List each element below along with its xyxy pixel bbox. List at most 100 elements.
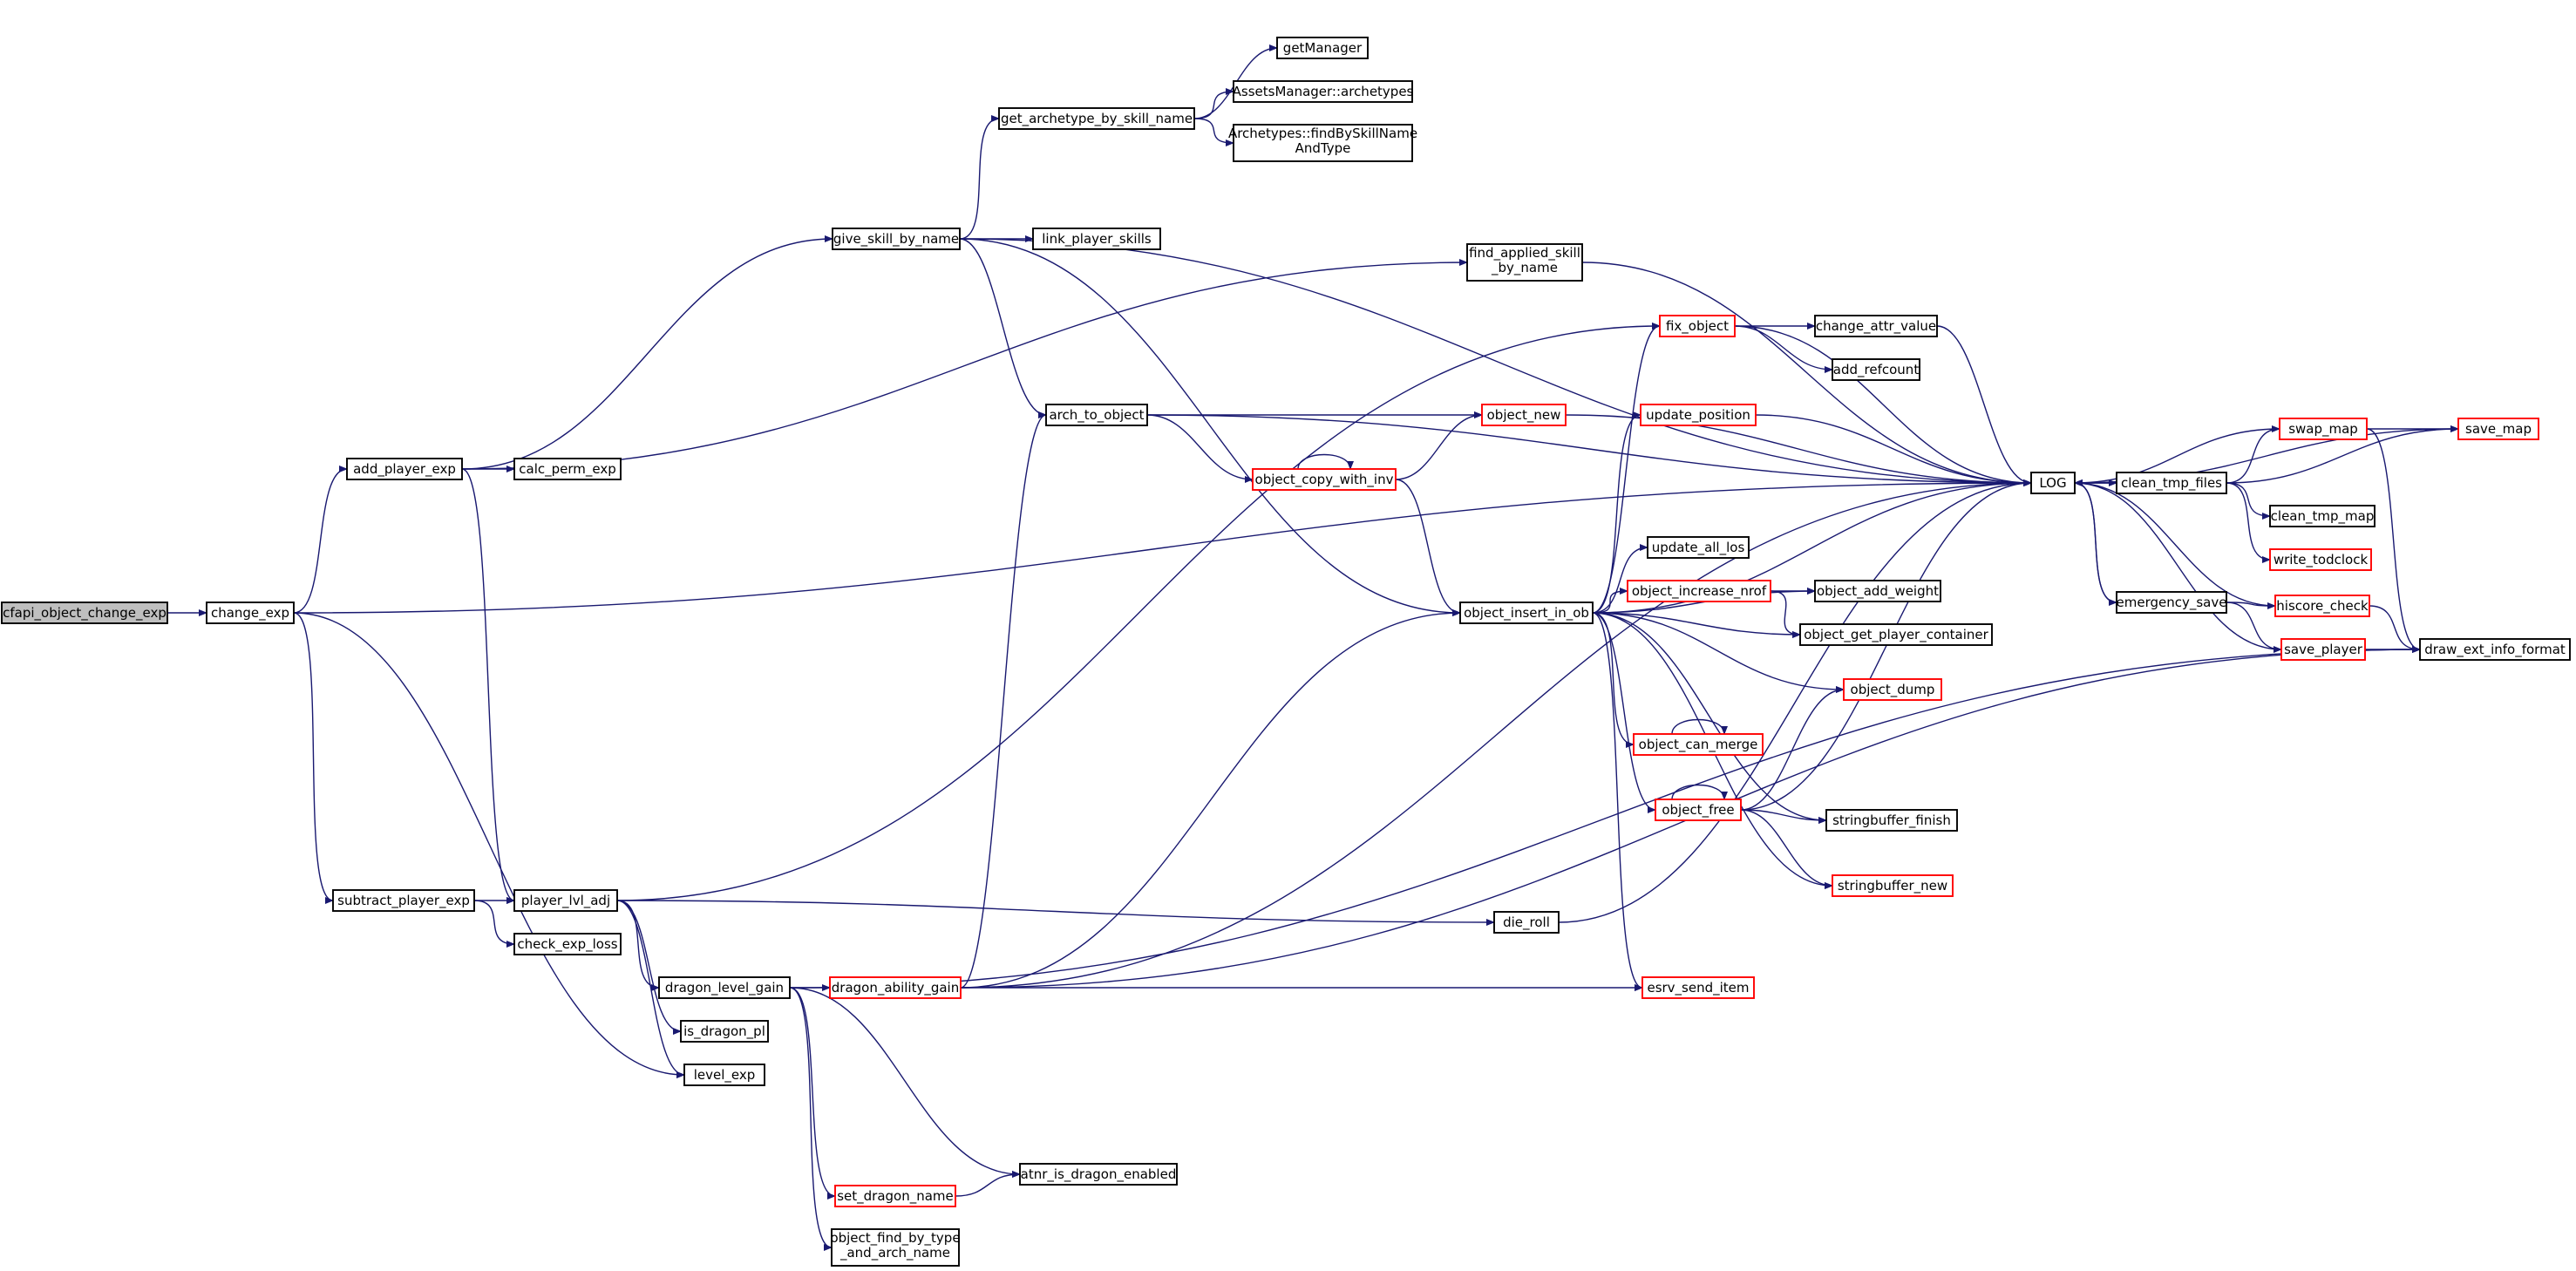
edge-line bbox=[789, 646, 2421, 989]
node-box bbox=[1233, 124, 1413, 162]
edge-line bbox=[293, 479, 2032, 614]
node-label: object_increase_nrof bbox=[1632, 583, 1767, 600]
edge-line bbox=[293, 612, 685, 1078]
node-label: LOG bbox=[2039, 475, 2066, 491]
node-cfapi[interactable]: cfapi_object_change_exp bbox=[1, 602, 168, 624]
node-atnr-is-dragon-enabled[interactable]: atnr_is_dragon_enabled bbox=[1019, 1163, 1178, 1186]
edge-line bbox=[1671, 784, 1728, 800]
node-label: find_applied_skill bbox=[1469, 245, 1580, 262]
node-object-copy-with-inv[interactable]: object_copy_with_inv bbox=[1252, 468, 1397, 491]
edge-line bbox=[1581, 262, 2032, 486]
edge-change-exp-to-level-exp bbox=[293, 612, 685, 1078]
node-is-dragon-pl[interactable]: is_dragon_pl bbox=[680, 1020, 769, 1043]
node-get-archetype[interactable]: get_archetype_by_skill_name bbox=[998, 107, 1195, 130]
edge-line bbox=[960, 609, 1461, 989]
node-fix-object[interactable]: fix_object bbox=[1659, 315, 1736, 337]
edge-find-applied-skill-to-LOG bbox=[1581, 262, 2032, 486]
edge-dragon-level-gain-to-set-dragon-name bbox=[789, 987, 836, 1200]
node-object-add-weight[interactable]: object_add_weight bbox=[1814, 580, 1941, 602]
node-stringbuffer-new[interactable]: stringbuffer_new bbox=[1832, 874, 1954, 897]
node-label: Archetypes::findBySkillName bbox=[1228, 126, 1417, 141]
node-box bbox=[683, 1064, 765, 1086]
edge-player-lvl-adj-to-level-exp bbox=[616, 900, 685, 1078]
node-hiscore-check[interactable]: hiscore_check bbox=[2274, 595, 2370, 617]
edge-object-insert-in-ob-to-LOG bbox=[1592, 479, 2032, 614]
node-clean-tmp-map[interactable]: clean_tmp_map bbox=[2269, 505, 2375, 527]
node-write-todclock[interactable]: write_todclock bbox=[2269, 548, 2372, 571]
node-swap-map[interactable]: swap_map bbox=[2279, 418, 2368, 440]
node-box bbox=[1493, 911, 1560, 934]
node-stringbuffer-finish[interactable]: stringbuffer_finish bbox=[1825, 809, 1958, 832]
edge-line bbox=[960, 411, 1047, 989]
node-subtract-player-exp[interactable]: subtract_player_exp bbox=[332, 889, 475, 912]
edge-line bbox=[1592, 612, 1827, 824]
node-object-increase-nrof[interactable]: object_increase_nrof bbox=[1627, 580, 1771, 602]
node-box bbox=[1045, 404, 1148, 426]
node-level-exp[interactable]: level_exp bbox=[683, 1064, 765, 1086]
node-label: stringbuffer_new bbox=[1838, 878, 1947, 894]
node-draw-ext-info-format[interactable]: draw_ext_info_format bbox=[2419, 638, 2571, 661]
node-save-map[interactable]: save_map bbox=[2457, 418, 2539, 440]
node-LOG[interactable]: LOG bbox=[2030, 472, 2076, 494]
node-find-applied-skill[interactable]: find_applied_skill_by_name bbox=[1466, 243, 1583, 282]
node-object-free[interactable]: object_free bbox=[1655, 799, 1742, 821]
node-box bbox=[513, 933, 622, 955]
node-update-all-los[interactable]: update_all_los bbox=[1647, 536, 1750, 559]
edge-object-free-to-object-dump bbox=[1740, 686, 1845, 811]
node-change-exp[interactable]: change_exp bbox=[206, 602, 295, 624]
node-save-player[interactable]: save_player bbox=[2280, 638, 2366, 661]
node-getManager[interactable]: getManager bbox=[1276, 37, 1369, 59]
node-dragon-ability-gain[interactable]: dragon_ability_gain bbox=[829, 976, 962, 999]
node-calc-perm-exp[interactable]: calc_perm_exp bbox=[513, 458, 622, 480]
node-object-insert-in-ob[interactable]: object_insert_in_ob bbox=[1459, 602, 1594, 624]
node-box bbox=[998, 107, 1195, 130]
edge-add-player-exp-to-player-lvl-adj bbox=[461, 468, 515, 904]
node-label: write_todclock bbox=[2274, 552, 2369, 568]
node-label: AssetsManager::archetypes bbox=[1233, 84, 1414, 99]
node-update-position[interactable]: update_position bbox=[1640, 404, 1757, 426]
node-box bbox=[832, 228, 961, 250]
node-die-roll[interactable]: die_roll bbox=[1493, 911, 1560, 934]
node-object-new[interactable]: object_new bbox=[1481, 404, 1567, 426]
node-box bbox=[1481, 404, 1567, 426]
node-add-refcount[interactable]: add_refcount bbox=[1832, 358, 1920, 381]
edge-line bbox=[1592, 612, 1635, 748]
edge-line bbox=[1592, 588, 1628, 614]
node-link-player-skills[interactable]: link_player_skills bbox=[1032, 228, 1161, 250]
edge-line bbox=[959, 238, 1047, 418]
edge-swap-map-to-draw-ext-info-format bbox=[2366, 428, 2421, 653]
node-emergency-save[interactable]: emergency_save bbox=[2116, 591, 2227, 614]
edge-object-insert-in-ob-to-update-position bbox=[1592, 411, 1641, 614]
node-clean-tmp-files[interactable]: clean_tmp_files bbox=[2116, 472, 2227, 494]
edge-line bbox=[1592, 612, 1656, 813]
edge-line bbox=[789, 987, 1021, 1178]
edge-give-skill-by-name-to-LOG bbox=[959, 238, 2032, 486]
node-object-dump[interactable]: object_dump bbox=[1843, 678, 1942, 701]
node-give-skill-by-name[interactable]: give_skill_by_name bbox=[832, 228, 961, 250]
node-arch-to-object[interactable]: arch_to_object bbox=[1045, 404, 1148, 426]
edge-add-player-exp-to-find-applied-skill bbox=[461, 259, 1468, 470]
node-esrv-send-item[interactable]: esrv_send_item bbox=[1641, 976, 1755, 999]
node-player-lvl-adj[interactable]: player_lvl_adj bbox=[513, 889, 618, 912]
edge-dragon-ability-gain-to-object-insert-in-ob bbox=[960, 609, 1461, 989]
node-box bbox=[1825, 809, 1958, 832]
node-assets-archetypes[interactable]: AssetsManager::archetypes bbox=[1233, 80, 1414, 103]
edge-line bbox=[1592, 612, 1643, 991]
node-add-player-exp[interactable]: add_player_exp bbox=[346, 458, 463, 480]
node-box bbox=[1814, 580, 1941, 602]
edge-line bbox=[1592, 612, 1845, 693]
node-box bbox=[831, 1228, 960, 1267]
node-box bbox=[1659, 315, 1736, 337]
node-label: add_refcount bbox=[1833, 362, 1920, 378]
node-check-exp-loss[interactable]: check_exp_loss bbox=[513, 933, 622, 955]
node-set-dragon-name[interactable]: set_dragon_name bbox=[834, 1185, 956, 1207]
edge-line bbox=[2074, 479, 2117, 603]
node-box bbox=[206, 602, 295, 624]
node-change-attr-value[interactable]: change_attr_value bbox=[1814, 315, 1938, 337]
node-object-get-player-container[interactable]: object_get_player_container bbox=[1799, 623, 1993, 646]
node-object-can-merge[interactable]: object_can_merge bbox=[1633, 733, 1764, 756]
node-box bbox=[513, 458, 622, 480]
node-dragon-level-gain[interactable]: dragon_level_gain bbox=[658, 976, 791, 999]
node-object-find-by-type[interactable]: object_find_by_type_and_arch_name bbox=[830, 1228, 961, 1267]
